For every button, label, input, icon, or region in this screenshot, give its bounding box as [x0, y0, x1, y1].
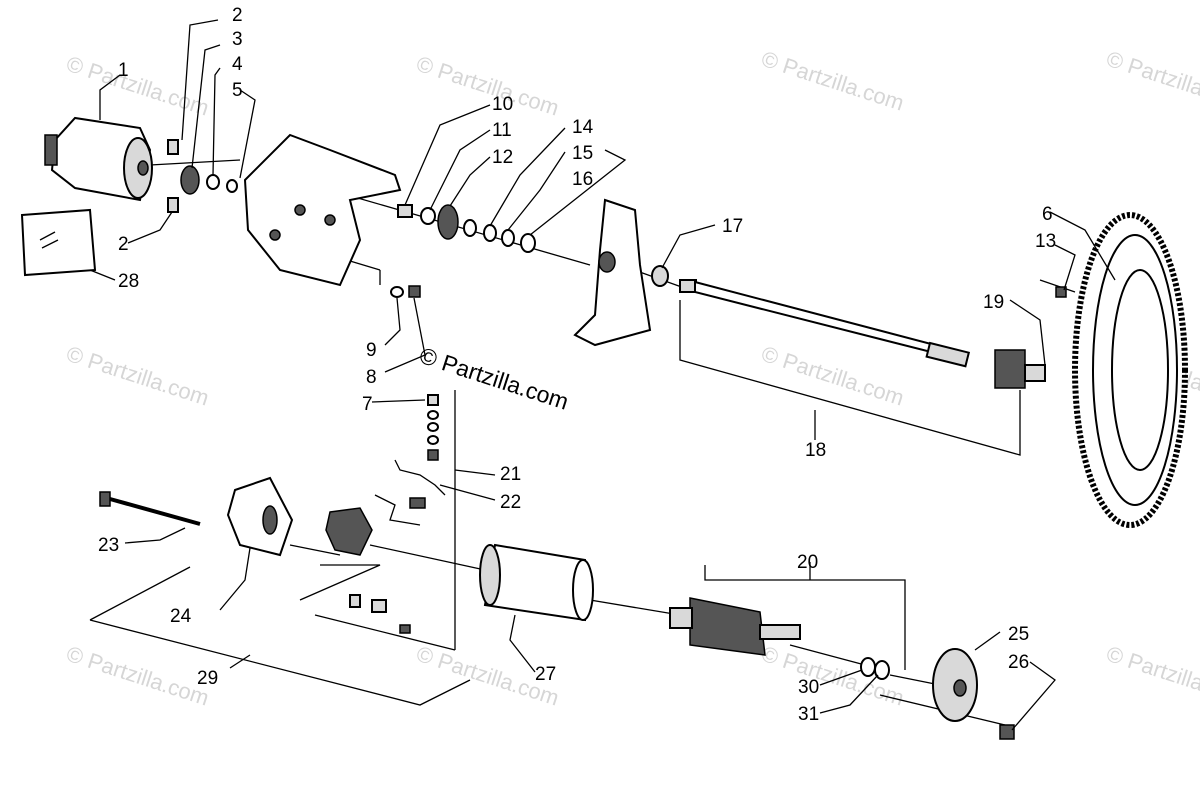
watermark: © Partzilla.com — [63, 641, 212, 711]
watermark: © Partzilla.com — [63, 51, 212, 121]
callout-25: 25 — [1008, 624, 1029, 645]
callout-1: 1 — [118, 60, 129, 81]
callout-24: 24 — [170, 606, 192, 627]
mounting-bracket — [243, 133, 402, 287]
callout-5: 5 — [232, 80, 243, 101]
callout-31: 31 — [798, 704, 819, 725]
armature-washers — [860, 657, 890, 680]
callout-28: 28 — [118, 271, 139, 292]
callout-11: 11 — [492, 120, 512, 141]
callout-14: 14 — [572, 117, 594, 138]
studs-and-washers — [167, 139, 238, 213]
leader-lines — [89, 19, 1116, 731]
callout-27: 27 — [535, 664, 556, 685]
callout-13: 13 — [1035, 231, 1056, 252]
callout-23: 23 — [98, 535, 119, 556]
watermark: © Partzilla.com — [1103, 46, 1200, 116]
bolt-and-washer — [390, 285, 421, 298]
end-plate — [932, 648, 1015, 740]
callout-2: 2 — [232, 5, 243, 26]
watermark: © Partzilla.com — [1103, 641, 1200, 711]
callout-17: 17 — [722, 216, 743, 237]
callout-18: 18 — [805, 440, 826, 461]
callout-15: 15 — [572, 143, 593, 164]
callout-16: 16 — [572, 169, 593, 190]
watermark: © Partzilla.com — [63, 341, 212, 411]
callout-21: 21 — [500, 464, 521, 485]
watermark: © Partzilla.com — [413, 51, 562, 121]
callout-30: 30 — [798, 677, 819, 698]
watermark: © Partzilla.com — [758, 46, 907, 116]
end-housing — [226, 476, 294, 557]
callout-6: 6 — [1042, 204, 1053, 225]
watermark: © Partzilla.com — [758, 341, 907, 411]
through-bolt — [99, 491, 201, 526]
callout-20: 20 — [797, 552, 818, 573]
ring-gear — [1055, 212, 1188, 528]
callout-29: 29 — [197, 668, 218, 689]
callout-12: 12 — [492, 147, 513, 168]
support-bracket — [573, 198, 652, 347]
watermark-main: © Partzilla.com — [416, 342, 571, 415]
callout-22: 22 — [500, 492, 521, 513]
callout-labels: 1 2 3 4 5 2 28 10 11 12 14 15 16 9 8 7 1… — [98, 5, 1056, 725]
callout-3: 3 — [232, 29, 243, 50]
armature — [669, 597, 801, 656]
callout-26: 26 — [1008, 652, 1029, 673]
starter-cover — [20, 208, 97, 277]
callout-9: 9 — [366, 340, 377, 361]
terminal-stack — [394, 390, 456, 650]
callout-10: 10 — [492, 94, 513, 115]
drive-shaft — [651, 265, 1046, 389]
callout-7: 7 — [362, 394, 373, 415]
callout-19: 19 — [983, 292, 1004, 313]
brush-plate — [325, 507, 411, 634]
callout-2-lower: 2 — [118, 234, 129, 255]
callout-8: 8 — [366, 367, 377, 388]
motor-yoke — [479, 543, 594, 622]
starter-motor — [44, 116, 153, 202]
callout-4: 4 — [232, 54, 243, 75]
gear-stack — [397, 204, 536, 253]
